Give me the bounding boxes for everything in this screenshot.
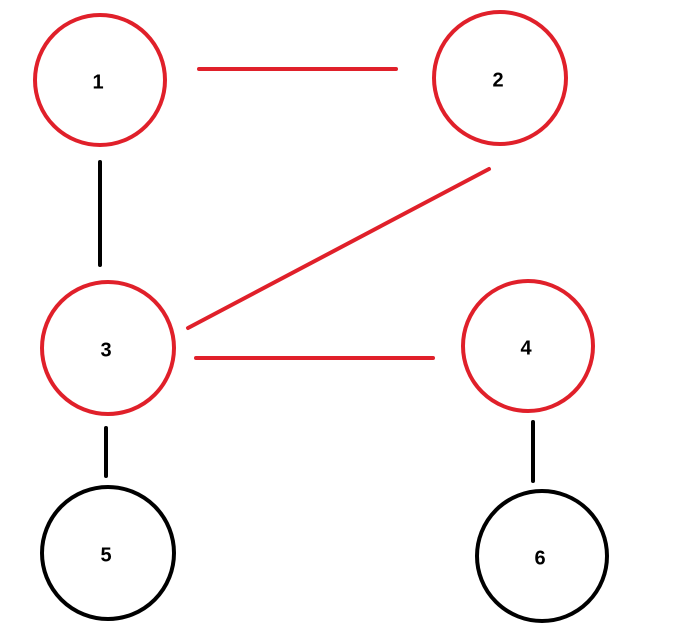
node-2: 2 xyxy=(432,10,568,146)
edges-layer xyxy=(98,67,535,483)
node-label-6: 6 xyxy=(534,547,545,569)
node-label-4: 4 xyxy=(520,337,532,359)
node-label-1: 1 xyxy=(92,71,103,93)
node-circle-4 xyxy=(461,279,595,413)
node-label-2: 2 xyxy=(492,69,503,91)
node-label-3: 3 xyxy=(100,339,111,361)
nodes-layer: 1 2 3 4 5 6 xyxy=(33,10,609,623)
node-circle-2 xyxy=(432,10,568,146)
node-circle-6 xyxy=(475,489,609,623)
node-6: 6 xyxy=(475,489,609,623)
node-circle-5 xyxy=(40,485,176,621)
node-3: 3 xyxy=(40,280,176,416)
node-1: 1 xyxy=(33,13,167,147)
node-4: 4 xyxy=(461,279,595,413)
edge-2-3 xyxy=(186,167,491,330)
node-circle-1 xyxy=(33,13,167,147)
node-label-5: 5 xyxy=(100,544,111,566)
node-circle-3 xyxy=(40,280,176,416)
node-5: 5 xyxy=(40,485,176,621)
